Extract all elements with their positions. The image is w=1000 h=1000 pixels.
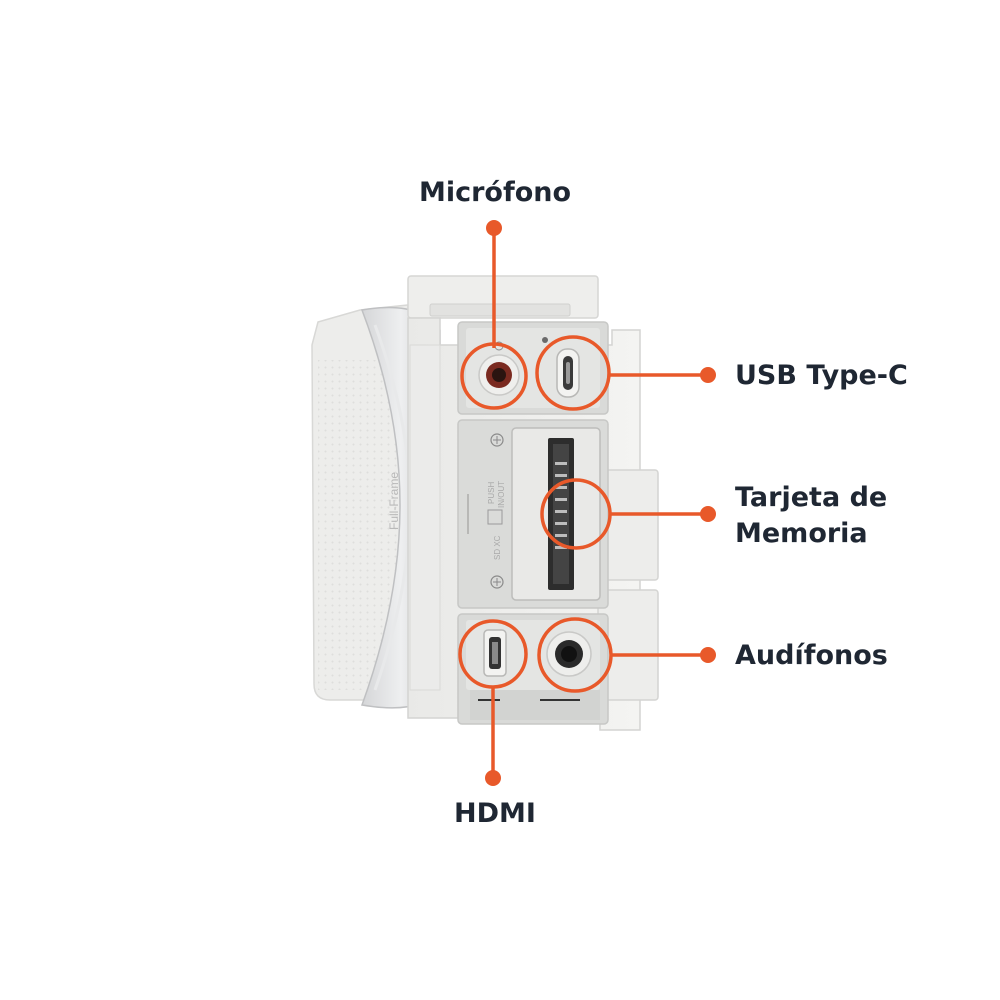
- hdmi-label: HDMI: [454, 798, 536, 829]
- callout-hdmi-marker: [458, 619, 528, 786]
- memory-card-label-line1: Tarjeta de: [735, 482, 888, 513]
- callout-usb-marker: [535, 335, 716, 411]
- inout-text: IN/OUT: [497, 481, 506, 508]
- memory-card-label-line2: Memoria: [735, 518, 868, 549]
- callout-microphone-marker: [460, 220, 528, 410]
- hdmi-port: [483, 629, 507, 677]
- full-frame-text: Full-Frame: [387, 472, 401, 530]
- headphones-label: Audífonos: [735, 640, 888, 671]
- memory-card-label: Tarjeta de Memoria: [735, 480, 887, 552]
- usb-c-port: [556, 348, 580, 398]
- callout-headphones-marker: [537, 617, 716, 693]
- sd-logo-text: SD XC: [493, 535, 502, 560]
- headphone-jack: [546, 631, 592, 677]
- usb-type-c-label: USB Type-C: [735, 360, 908, 391]
- microphone-label: Micrófono: [418, 177, 572, 208]
- microphone-jack: [478, 341, 520, 396]
- push-text: PUSH: [487, 482, 496, 504]
- callout-memory-card-marker: [540, 478, 716, 550]
- memory-card-bay: PUSH IN/OUT SD XC: [457, 419, 609, 609]
